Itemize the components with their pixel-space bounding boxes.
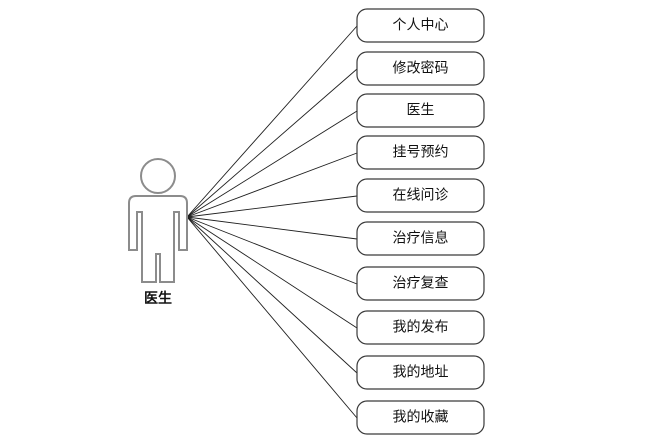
actor: 医生 [128,158,188,307]
actor-label: 医生 [144,290,172,307]
use-case-label: 挂号预约 [393,145,449,161]
use-case-box[interactable]: 挂号预约 [356,135,485,170]
use-case-box[interactable]: 治疗信息 [356,221,485,256]
use-case-box[interactable]: 我的收藏 [356,400,485,435]
connector-lines [186,25,358,419]
actor-body [128,195,188,283]
connector-line [186,216,358,329]
connector-line [186,216,358,374]
use-case-box[interactable]: 治疗复查 [356,266,485,301]
connector-line [186,216,358,285]
connector-line [186,216,358,240]
connector-line [186,68,358,218]
actor-head [140,158,176,194]
connector-line [186,152,358,218]
connector-line [186,195,358,218]
use-case-label: 医生 [407,103,435,119]
use-case-box[interactable]: 个人中心 [356,8,485,43]
use-case-list: 个人中心 修改密码 医生 挂号预约 在线问诊 治疗信息 治疗复查 我的发布 [356,8,485,435]
use-case-box[interactable]: 医生 [356,93,485,128]
connector-line [186,25,358,218]
use-case-box[interactable]: 我的发布 [356,310,485,345]
use-case-label: 我的收藏 [393,410,449,426]
use-case-box[interactable]: 修改密码 [356,51,485,86]
use-case-label: 个人中心 [393,18,449,34]
use-case-label: 在线问诊 [393,188,449,204]
use-case-label: 我的地址 [393,365,449,381]
connector-line [186,110,358,218]
use-case-label: 修改密码 [393,60,449,77]
use-case-box[interactable]: 我的地址 [356,355,485,390]
connector-line [186,216,358,419]
use-case-label: 治疗复查 [393,275,449,292]
use-case-box[interactable]: 在线问诊 [356,178,485,213]
use-case-label: 我的发布 [393,320,449,336]
use-case-label: 治疗信息 [393,230,449,247]
